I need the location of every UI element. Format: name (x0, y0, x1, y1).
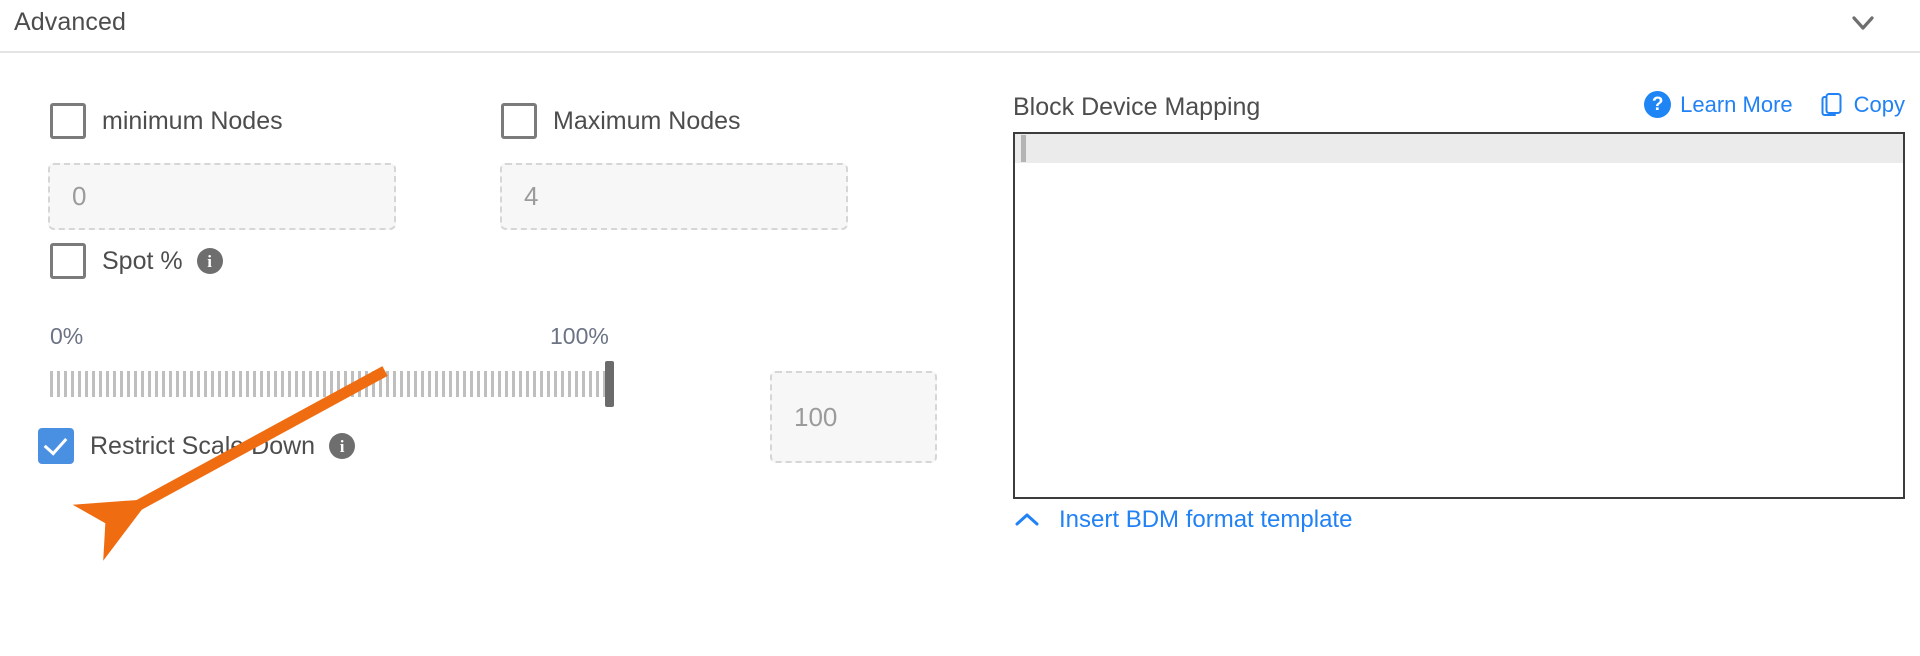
question-circle-icon: ? (1644, 91, 1672, 118)
restrict-scale-down-info-icon[interactable]: i (329, 433, 356, 459)
block-device-mapping-title: Block Device Mapping (1013, 93, 1261, 121)
spot-percent-slider-handle[interactable] (605, 361, 614, 407)
min-nodes-input-value: 0 (72, 181, 87, 211)
copy-label: Copy (1853, 91, 1905, 117)
spot-percent-value-input[interactable]: 100 (770, 371, 937, 463)
restrict-scale-down-label: Restrict Scale Down (90, 431, 316, 460)
copy-icon (1821, 92, 1842, 116)
learn-more-link[interactable]: ? Learn More (1644, 91, 1793, 118)
chevron-down-icon (1852, 16, 1874, 30)
slider-min-label: 0% (50, 323, 84, 349)
min-nodes-input[interactable]: 0 (48, 163, 396, 230)
spot-percent-label: Spot % (102, 246, 183, 275)
spot-percent-slider-group: 0% 100% (50, 323, 760, 443)
restrict-scale-down-row: Restrict Scale Down i (38, 428, 356, 464)
bdm-code-editor[interactable] (1013, 132, 1905, 499)
restrict-scale-down-checkbox[interactable] (38, 428, 74, 464)
max-nodes-input-value: 4 (524, 181, 539, 211)
max-nodes-checkbox[interactable] (501, 103, 537, 139)
learn-more-label: Learn More (1680, 91, 1793, 117)
editor-caret (1021, 135, 1026, 162)
spot-percent-value: 100 (794, 401, 838, 432)
collapse-section-button[interactable] (1840, 6, 1886, 40)
insert-bdm-template-label: Insert BDM format template (1059, 506, 1353, 533)
page-title: Advanced (14, 8, 126, 36)
min-nodes-checkbox[interactable] (50, 103, 86, 139)
bdm-actions: ? Learn More Copy (1644, 91, 1905, 118)
min-nodes-label: minimum Nodes (102, 106, 283, 135)
spot-percent-slider-track[interactable] (50, 371, 610, 397)
max-nodes-label: Maximum Nodes (553, 106, 741, 135)
spot-percent-info-icon[interactable]: i (196, 248, 223, 274)
editor-active-line (1015, 134, 1903, 163)
chevron-up-icon (1015, 513, 1039, 526)
advanced-section-header: Advanced (0, 0, 1920, 53)
slider-max-label: 100% (550, 323, 609, 349)
advanced-left-column: minimum Nodes 0 Maximum Nodes 4 Spot % i… (0, 53, 960, 656)
min-nodes-row: minimum Nodes (50, 103, 283, 139)
max-nodes-row: Maximum Nodes (501, 103, 741, 139)
spot-percent-row: Spot % i (50, 243, 223, 279)
max-nodes-input[interactable]: 4 (500, 163, 848, 230)
spot-percent-checkbox[interactable] (50, 243, 86, 279)
block-device-mapping-panel: Block Device Mapping ? Learn More Copy I… (960, 53, 1920, 656)
insert-bdm-template-link[interactable]: Insert BDM format template (1013, 506, 1352, 534)
copy-button[interactable]: Copy (1821, 92, 1905, 118)
